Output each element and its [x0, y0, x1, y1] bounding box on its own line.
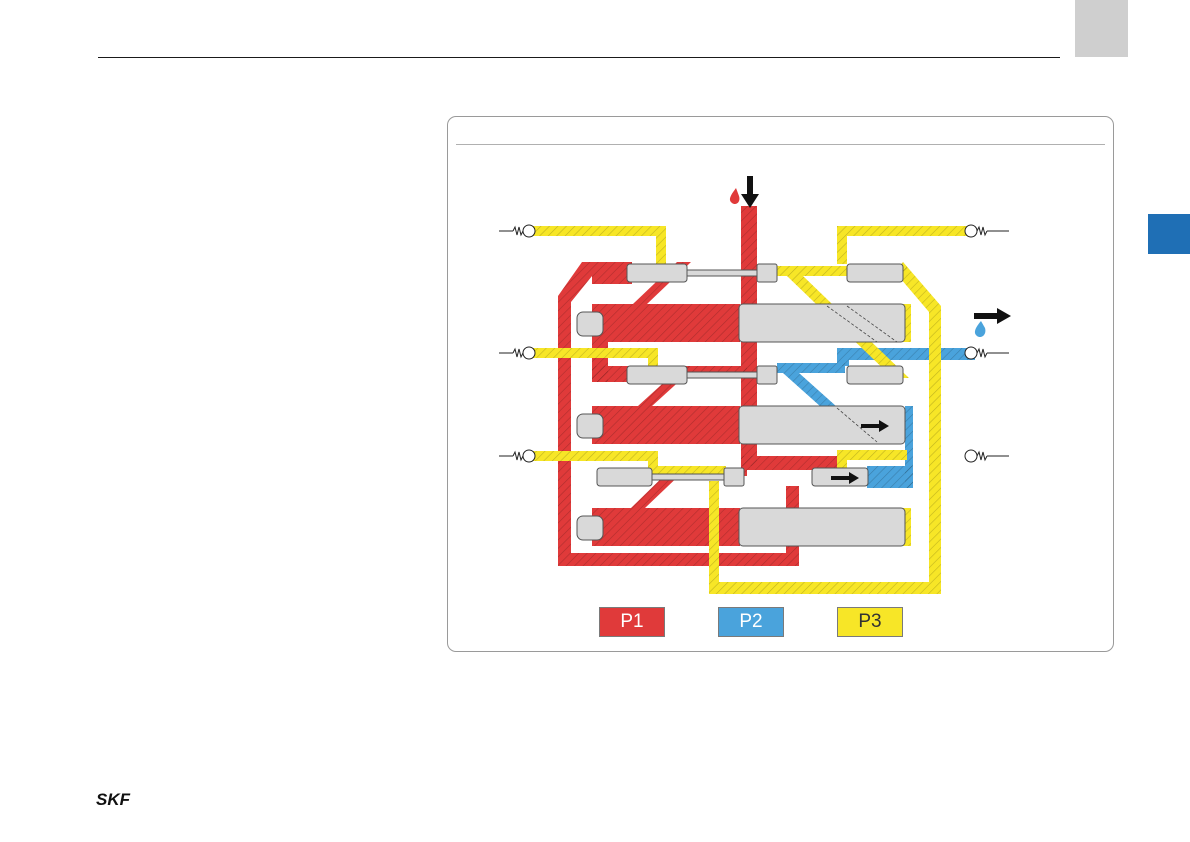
legend-p1: P1 [599, 607, 665, 637]
lubricant-drop-red-icon [730, 188, 740, 204]
skf-logo: SKF [96, 790, 156, 808]
piston-top-mid [757, 264, 777, 282]
piston-top-right [847, 264, 903, 282]
piston-row3 [739, 508, 905, 546]
legend-p3: P3 [837, 607, 903, 637]
piston-mid-right [847, 366, 903, 384]
piston-rod-low [652, 474, 724, 480]
piston-low-mid [724, 468, 744, 486]
header-rule [98, 57, 1060, 58]
piston-rod-mid [687, 372, 757, 378]
plug-row3 [577, 516, 603, 540]
check-valve-icon [965, 225, 1009, 462]
lubricant-drop-blue-icon [975, 321, 985, 337]
piston-mid-mid [757, 366, 777, 384]
piston-top-left [627, 264, 687, 282]
plug-row1 [577, 312, 603, 336]
chapter-tab[interactable] [1148, 214, 1190, 254]
check-valve-icon [499, 225, 535, 462]
progressive-distributor-diagram [447, 116, 1114, 652]
svg-text:SKF: SKF [96, 790, 131, 808]
piston-row1 [739, 304, 905, 342]
piston-mid-left [627, 366, 687, 384]
corner-tab [1075, 0, 1128, 57]
legend-p2: P2 [718, 607, 784, 637]
piston-low-left [597, 468, 652, 486]
piston-rod-top [687, 270, 757, 276]
plug-row2 [577, 414, 603, 438]
